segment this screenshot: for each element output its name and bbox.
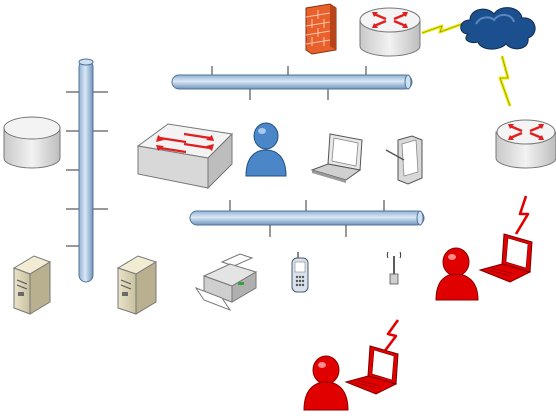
attacker-icon xyxy=(435,247,479,301)
database-icon xyxy=(3,116,61,169)
lightning-link-icon xyxy=(382,319,400,353)
backbone-pipe xyxy=(66,58,108,283)
user-icon xyxy=(245,122,287,177)
server-icon xyxy=(12,255,52,315)
laptop-icon xyxy=(478,233,533,283)
router-icon xyxy=(359,7,421,57)
laptop-icon xyxy=(344,345,399,395)
upper-segment-pipe xyxy=(171,66,413,100)
mobile-phone-icon xyxy=(291,252,309,293)
switch-icon xyxy=(136,123,234,190)
pda-icon xyxy=(385,135,423,185)
printer-icon xyxy=(194,253,258,312)
lightning-link-icon xyxy=(498,55,512,107)
wireless-access-point-icon xyxy=(386,251,402,285)
server-icon xyxy=(116,255,158,315)
lower-segment-pipe xyxy=(189,200,425,237)
firewall-icon xyxy=(305,3,337,55)
lightning-link-icon xyxy=(514,195,530,235)
router-icon xyxy=(495,119,556,169)
lightning-link-icon xyxy=(421,22,463,35)
attacker-icon xyxy=(303,355,349,411)
laptop-icon xyxy=(310,133,363,183)
cloud-icon xyxy=(460,7,536,50)
